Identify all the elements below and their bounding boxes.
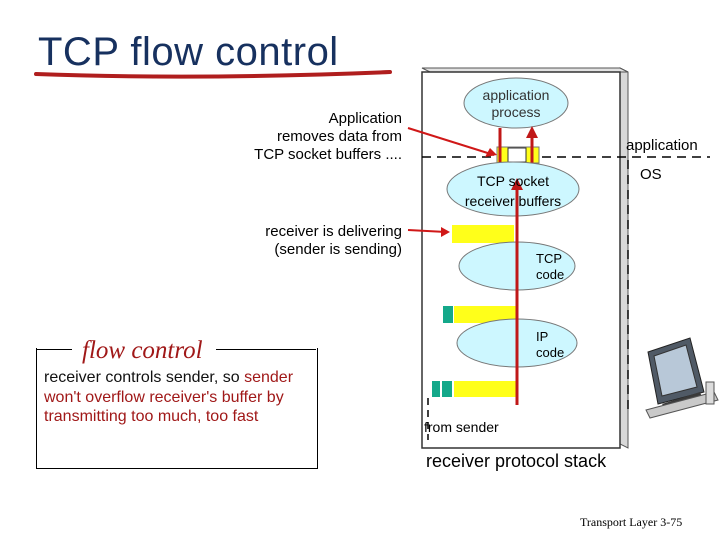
stack-up-arrowhead [511,178,523,190]
incoming-segment-2 [442,381,452,397]
flow-box-top-right [216,349,316,350]
ip-buffer [454,306,516,323]
tcp-buffer [452,225,514,243]
receiver-pointer [407,229,447,233]
incoming-segment-1 [432,381,440,397]
receiver-pointer-head [441,227,450,237]
os-layer-label: OS [640,166,662,183]
from-sender-label: from sender [424,419,499,435]
tcp-code-label: TCP code [536,251,565,282]
flow-control-body: receiver controls sender, so sender won'… [44,369,294,425]
host-box-side [619,67,629,449]
app-removes-pointer-head [485,148,497,157]
page-title: TCP flow control [38,30,339,74]
socket-buffer-segment [507,147,527,163]
title-underline [34,70,392,79]
host-box-top [421,67,629,73]
socket-buffers-label: TCP socket receiver buffers [464,173,562,209]
footer-label: Transport Layer [580,515,658,529]
app-removes-annotation: Application removes data from TCP socket… [254,110,402,163]
ip-code-label: IP code [536,329,565,360]
app-removes-pointer [407,127,495,156]
application-process-ellipse [463,77,569,129]
flow-control-heading: flow control [76,337,209,365]
flow-box-top-left [36,349,72,350]
footer: Transport Layer 3-75 [580,515,682,530]
app-process-label: application process [482,87,550,120]
ip-buffer-teal [443,306,453,323]
computer-icon [645,337,719,419]
receiver-annotation: receiver is delivering (sender is sendin… [265,223,402,258]
flow-control-highlight: sender won't overflow receiver's buffer … [44,369,294,425]
app-read-arrowhead [526,126,538,138]
incoming-buffer [454,381,518,397]
stack-caption: receiver protocol stack [426,451,607,471]
flow-control-box [36,348,318,469]
footer-page: 3-75 [660,515,683,529]
application-layer-label: application [626,137,698,154]
